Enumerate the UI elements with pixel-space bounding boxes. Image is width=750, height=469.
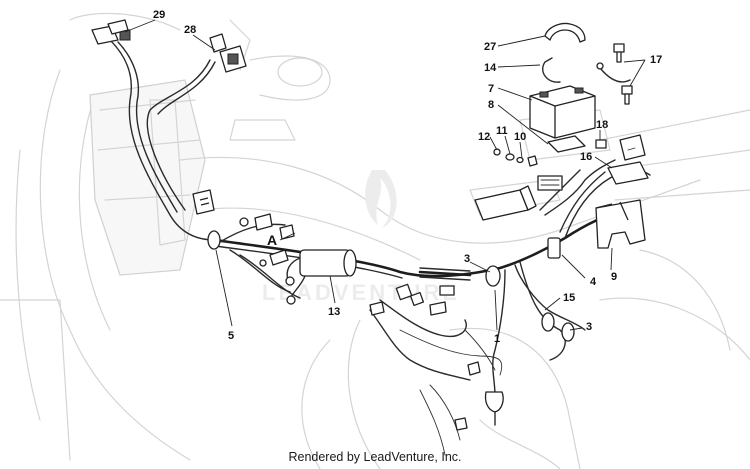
callout-leaders [124, 19, 646, 331]
callout-11: 11 [496, 125, 508, 137]
callout-9: 9 [611, 271, 617, 283]
control-unit-box [474, 175, 563, 221]
callout-3-upper: 3 [464, 253, 470, 265]
battery-pad [547, 135, 586, 153]
hardware-washers-nuts [493, 148, 538, 167]
battery-strap [544, 22, 586, 43]
harness-connector-upper [192, 189, 215, 215]
callout-14: 14 [484, 62, 497, 74]
ignition-coil-assembly [259, 249, 357, 305]
battery [529, 85, 596, 139]
callout-3-lower: 3 [586, 321, 592, 333]
callout-28: 28 [184, 24, 196, 36]
sensor-connector-1 [467, 361, 504, 426]
callout-15: 15 [563, 292, 575, 304]
lower-connectors [369, 301, 468, 431]
callout-18: 18 [596, 119, 608, 131]
callout-10: 10 [514, 131, 526, 143]
harness-clamp-4 [547, 237, 561, 259]
fuse-18 [595, 139, 607, 149]
harness-clamp-5 [207, 230, 221, 250]
harness-clamps-3 [485, 265, 575, 342]
callout-27: 27 [484, 41, 496, 53]
motorcycle-frame-outline [0, 12, 750, 469]
left-handlebar-switch [91, 19, 131, 45]
callout-16: 16 [580, 151, 592, 163]
terminal-bolts [613, 43, 633, 105]
callout-13: 13 [328, 306, 340, 318]
callout-12: 12 [478, 131, 490, 143]
callout-8: 8 [488, 99, 494, 111]
callout-4: 4 [590, 276, 597, 288]
callout-5: 5 [228, 330, 234, 342]
callout-1: 1 [494, 333, 500, 345]
callout-A: A [267, 232, 277, 248]
right-handlebar-switch [209, 33, 247, 73]
starter-relay [607, 134, 649, 185]
callout-17: 17 [650, 54, 662, 66]
battery-cable [542, 57, 631, 83]
footer-credit: Rendered by LeadVenture, Inc. [288, 450, 462, 464]
fuse-box-9 [595, 199, 646, 249]
callout-29: 29 [153, 9, 165, 21]
callout-7: 7 [488, 83, 494, 95]
connector-cluster-middle [395, 283, 455, 316]
callout-labels: 29 28 27 14 17 7 8 18 12 11 10 16 A 3 4 … [153, 9, 662, 345]
flame-logo-icon [365, 170, 397, 228]
